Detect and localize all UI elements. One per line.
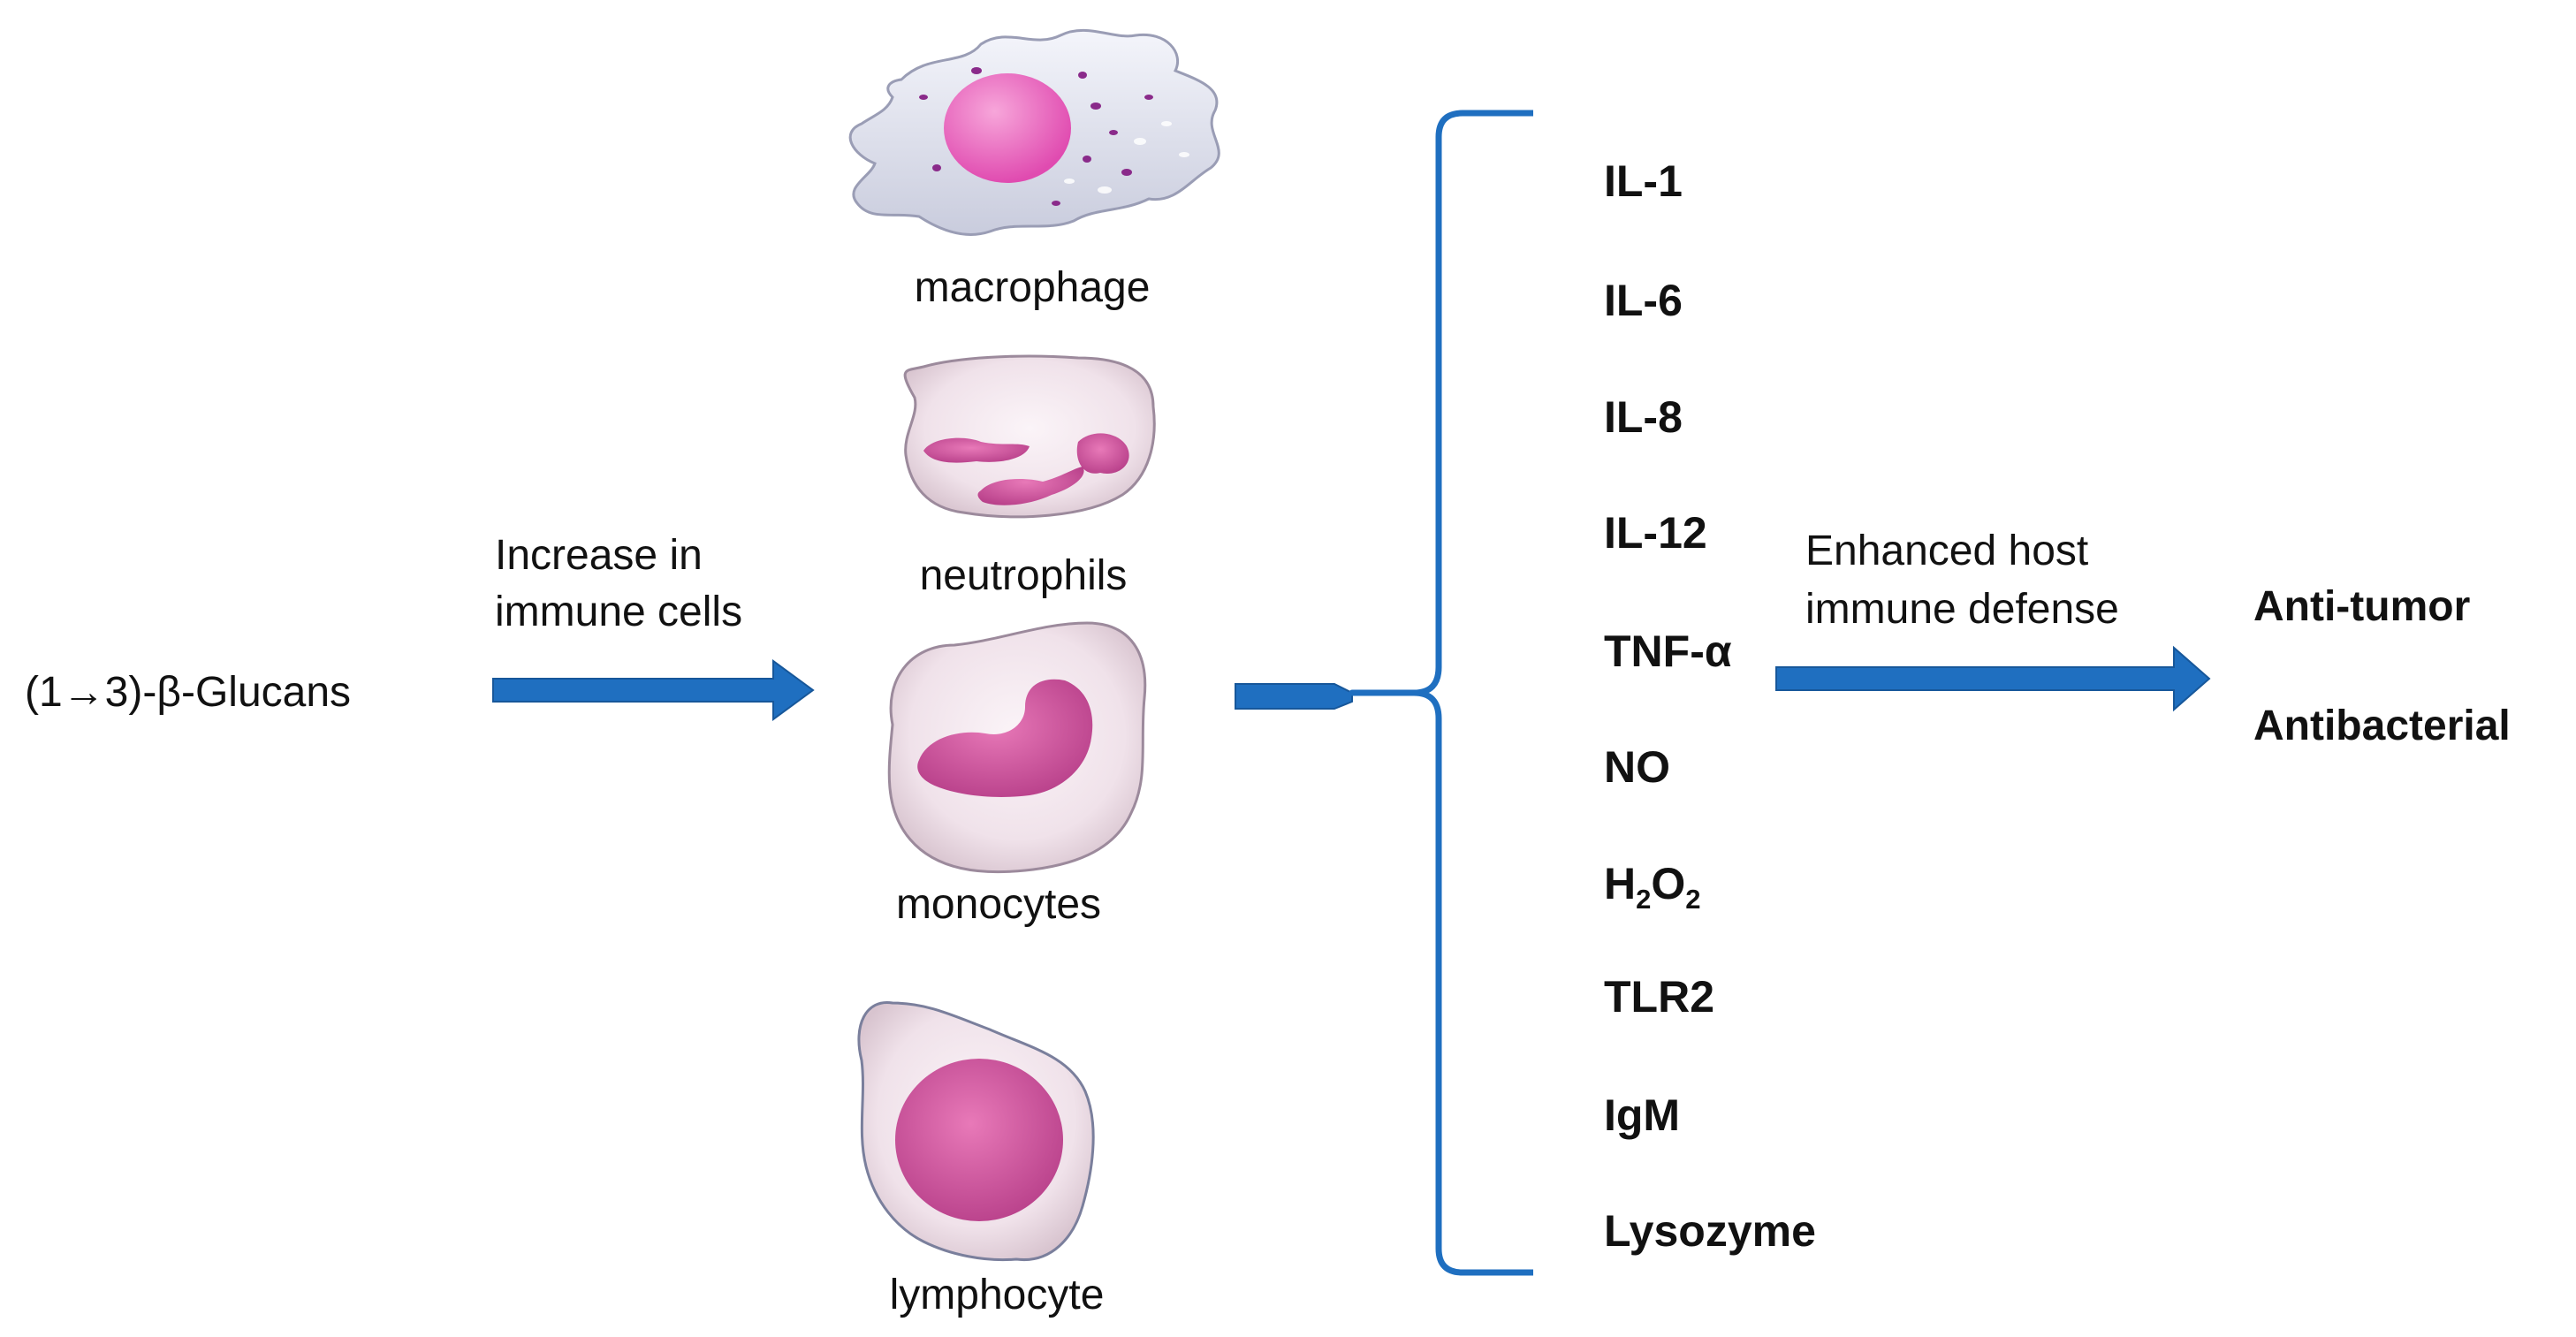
arrow-to-immune-cells [492,659,815,721]
macrophage-highlights [1064,121,1189,194]
outcome-antibacterial: Antibacterial [2253,703,2511,749]
macrophage-granules [919,67,1153,206]
mediator-bracket [1349,110,1533,1276]
cells-to-bracket-connector [1235,683,1353,710]
arrow-to-outcomes [1775,645,2211,712]
outcome-anti-tumor: Anti-tumor [2253,583,2471,630]
monocyte-cell [887,621,1147,874]
mediator-il8: IL-8 [1604,392,1683,442]
macrophage-cell [848,28,1220,236]
mediator-tnf-alpha: TNF-α [1604,627,1732,676]
connector-shape [1235,683,1353,710]
mediator-il12: IL-12 [1604,508,1707,558]
mediator-h2o2: H2O2 [1604,859,1701,915]
neutrophil-nucleus-lobe3 [977,467,1084,505]
neutrophil-membrane [903,354,1156,519]
lymphocyte-nucleus [895,1059,1063,1221]
macrophage-label: macrophage [914,264,1151,311]
increase-immune-cells-line1: Increase in [495,532,703,579]
arrow-shape [1775,645,2211,712]
neutrophil-nucleus-lobe1 [923,437,1030,463]
mediator-lysozyme: Lysozyme [1604,1206,1816,1256]
mediator-no: NO [1604,742,1670,792]
neutrophil-nucleus-lobe2 [1076,433,1129,474]
enhanced-defense-line2: immune defense [1805,586,2119,633]
mediator-il6: IL-6 [1604,276,1683,325]
monocytes-label: monocytes [895,881,1102,928]
macrophage-nucleus [944,73,1071,183]
glucans-label: (1→3)-β-Glucans [25,669,352,716]
lymphocyte-label: lymphocyte [889,1272,1105,1318]
increase-immune-cells-line2: immune cells [495,589,743,635]
enhanced-defense-line1: Enhanced host [1805,528,2089,574]
neutrophils-label: neutrophils [919,552,1128,599]
monocyte-nucleus [917,679,1093,797]
mediator-igm: IgM [1604,1090,1681,1140]
arrow-shape [492,659,815,721]
lymphocyte-cell [857,1000,1095,1262]
mediator-il1: IL-1 [1604,156,1683,206]
mediator-tlr2: TLR2 [1604,972,1714,1022]
neutrophil-cell [903,354,1156,519]
